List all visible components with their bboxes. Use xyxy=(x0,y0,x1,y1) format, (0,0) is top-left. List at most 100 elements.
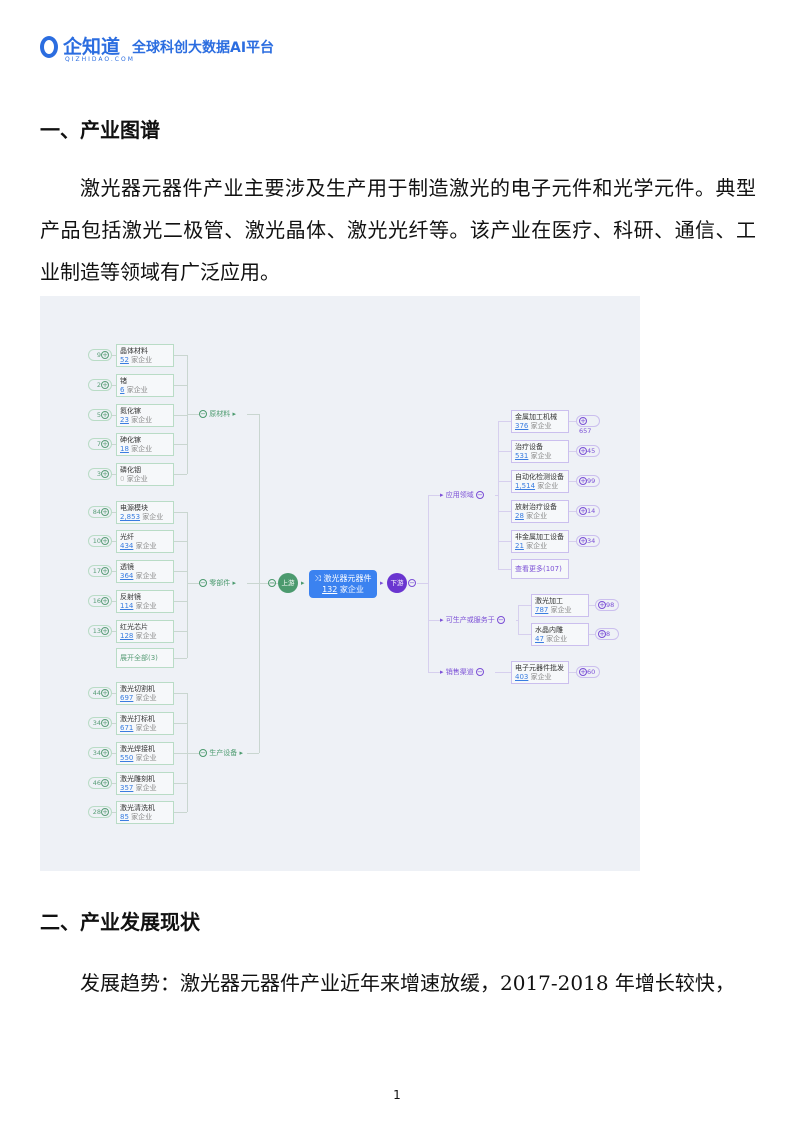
expand-badge[interactable]: 2+ xyxy=(88,379,112,391)
expand-badge[interactable]: 34+ xyxy=(88,717,112,729)
expand-badge[interactable]: 16+ xyxy=(88,595,112,607)
node-count[interactable]: 28 xyxy=(515,512,524,520)
node-count[interactable]: 364 xyxy=(120,572,134,580)
connector-line xyxy=(589,634,595,635)
category-应用领域[interactable]: ▸ 应用领域 − xyxy=(440,490,484,500)
center-node[interactable]: ⤨ 激光器元器件 132 家企业 xyxy=(309,570,377,598)
node-count[interactable]: 0 xyxy=(120,475,125,483)
node-count[interactable]: 6 xyxy=(120,386,125,394)
expand-badge[interactable]: +60 xyxy=(576,666,600,678)
expand-badge[interactable]: 7+ xyxy=(88,438,112,450)
node-count[interactable]: 403 xyxy=(515,673,529,681)
expand-badge[interactable]: 10+ xyxy=(88,535,112,547)
category-销售渠道[interactable]: ▸ 销售渠道 − xyxy=(440,667,484,677)
expand-badge[interactable]: +34 xyxy=(576,535,600,547)
minus-circle-icon[interactable]: − xyxy=(475,491,484,499)
node-count[interactable]: 434 xyxy=(120,542,134,550)
minus-circle-icon[interactable]: − xyxy=(475,668,484,676)
category-2[interactable]: − 生产设备 ▸ xyxy=(199,748,243,758)
connector-line xyxy=(428,495,429,672)
expand-badge[interactable]: +98 xyxy=(595,599,619,611)
node-count[interactable]: 18 xyxy=(120,445,129,453)
node-name: 激光打标机 xyxy=(120,715,155,723)
node-count[interactable]: 357 xyxy=(120,784,134,792)
node-count[interactable]: 2,853 xyxy=(120,513,141,521)
plus-circle-icon: + xyxy=(579,447,587,455)
node-count[interactable]: 550 xyxy=(120,754,134,762)
view-more-button[interactable]: 查看更多(107) xyxy=(511,559,569,579)
node-count[interactable]: 1,514 xyxy=(515,482,536,490)
expand-all-button[interactable]: 展开全部(3) xyxy=(116,648,174,668)
minus-circle-icon[interactable]: − xyxy=(199,749,207,757)
node-count[interactable]: 85 xyxy=(120,813,129,821)
node-count[interactable]: 21 xyxy=(515,542,524,550)
upstream-collapse-icon[interactable]: − xyxy=(268,579,276,587)
logo-icon xyxy=(40,36,58,58)
expand-badge[interactable]: 44+ xyxy=(88,687,112,699)
category-可生产或服务于[interactable]: ▸ 可生产或服务于 − xyxy=(440,615,505,625)
expand-badge[interactable]: +657 xyxy=(576,415,600,435)
minus-circle-icon[interactable]: − xyxy=(496,616,505,624)
expand-badge[interactable]: +8 xyxy=(595,628,619,640)
node-count[interactable]: 114 xyxy=(120,602,134,610)
node-count[interactable]: 671 xyxy=(120,724,134,732)
arrow-right-icon: ▸ xyxy=(440,491,444,499)
expand-badge[interactable]: +45 xyxy=(576,445,600,457)
expand-badge[interactable]: 3+ xyxy=(88,468,112,480)
expand-badge[interactable]: 34+ xyxy=(88,747,112,759)
expand-badge[interactable]: 46+ xyxy=(88,777,112,789)
node-count[interactable]: 47 xyxy=(535,635,544,643)
category-1[interactable]: − 零部件 ▸ xyxy=(199,578,236,588)
expand-badge[interactable]: 9+ xyxy=(88,349,112,361)
node-count[interactable]: 697 xyxy=(120,694,134,702)
connector-line xyxy=(174,444,187,445)
expand-badge[interactable]: 28+ xyxy=(88,806,112,818)
expand-badge[interactable]: +99 xyxy=(576,475,600,487)
expand-badge[interactable]: +14 xyxy=(576,505,600,517)
node-unit: 家企业 xyxy=(523,512,548,520)
expand-badge[interactable]: 13+ xyxy=(88,625,112,637)
category-0[interactable]: − 原材料 ▸ xyxy=(199,409,236,419)
expand-badge[interactable]: 5+ xyxy=(88,409,112,421)
connector-line xyxy=(518,634,531,635)
node-count[interactable]: 23 xyxy=(120,416,129,424)
expand-badge[interactable]: 84+ xyxy=(88,506,112,518)
plus-circle-icon: + xyxy=(598,601,606,609)
node-count[interactable]: 787 xyxy=(535,606,549,614)
center-count[interactable]: 132 xyxy=(322,585,338,594)
expand-badge[interactable]: 17+ xyxy=(88,565,112,577)
node-unit: 家企业 xyxy=(133,694,157,702)
downstream-collapse-icon[interactable]: − xyxy=(408,579,416,587)
node-count[interactable]: 376 xyxy=(515,422,529,430)
node-count[interactable]: 52 xyxy=(120,356,129,364)
minus-circle-icon[interactable]: − xyxy=(199,579,207,587)
node-count[interactable]: 531 xyxy=(515,452,529,460)
plus-circle-icon: + xyxy=(101,627,109,635)
connector-line xyxy=(112,723,116,724)
minus-circle-icon[interactable]: − xyxy=(199,410,207,418)
node-count[interactable]: 128 xyxy=(120,632,134,640)
